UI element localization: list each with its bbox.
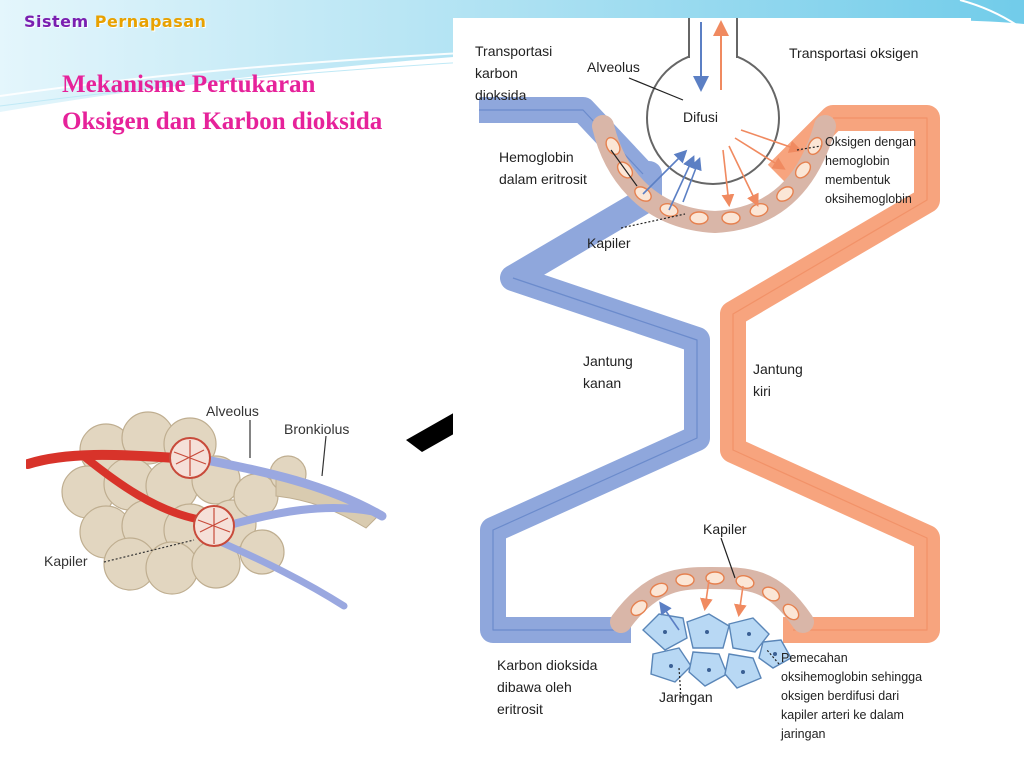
slide-title: Mekanisme Pertukaran Oksigen dan Karbon … <box>62 71 383 135</box>
co2-diffusion-arrows <box>642 149 702 211</box>
label-jantung-kanan: Jantung kanan <box>583 353 637 391</box>
lung-label-bronkiolus: Bronkiolus <box>284 421 349 437</box>
red-capillaries <box>26 449 206 524</box>
blue-capillaries <box>201 455 387 610</box>
tissue-diffusion-arrows <box>659 579 747 631</box>
alveolus-illustration: Alveolus Bronkiolus Kapiler <box>26 392 404 628</box>
o2-diffusion-arrows <box>721 129 803 208</box>
label-pemecahan: Pemecahan oksihemoglobin sehingga oksige… <box>780 651 926 741</box>
slide-header: Sistem Pernapasan <box>24 12 206 31</box>
lung-label-alveolus: Alveolus <box>206 403 259 419</box>
header-part-1: Sistem <box>24 12 95 31</box>
top-erythrocytes <box>605 136 823 225</box>
capillary-nets <box>169 437 235 547</box>
orange-flow-line <box>732 117 928 631</box>
label-kapiler-top: Kapiler <box>587 235 631 251</box>
label-oksigen-hemoglobin: Oksigen dengan hemoglobin membentuk oksi… <box>825 135 920 206</box>
lung-label-kapiler: Kapiler <box>44 553 88 569</box>
label-transport-co2: Transportasi karbon dioksida <box>475 43 556 103</box>
label-karbon-dibawa: Karbon dioksida dibawa oleh eritrosit <box>497 657 601 717</box>
callout-lines <box>103 420 327 563</box>
label-transport-o2: Transportasi oksigen <box>789 45 918 61</box>
label-difusi: Difusi <box>683 109 718 125</box>
header-part-2: Pernapasan <box>94 12 207 31</box>
label-hemoglobin: Hemoglobin dalam eritrosit <box>499 149 587 187</box>
label-jaringan: Jaringan <box>659 689 713 705</box>
label-jantung-kiri: Jantung kiri <box>753 361 807 399</box>
bottom-erythrocytes <box>630 571 800 621</box>
label-alveolus: Alveolus <box>587 59 640 75</box>
diagram-callouts <box>610 77 822 699</box>
gas-exchange-diagram: Transportasi karbon dioksida Alveolus Tr… <box>453 18 971 750</box>
label-kapiler-bottom: Kapiler <box>703 521 747 537</box>
